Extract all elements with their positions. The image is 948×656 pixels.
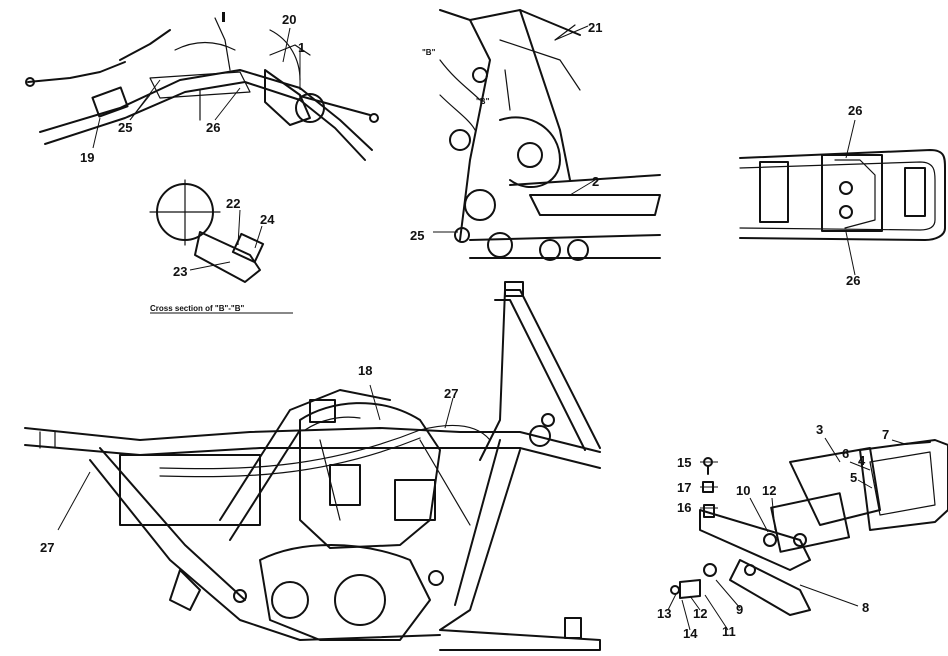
label-1: 1 bbox=[298, 40, 305, 55]
rear-fender-top-view bbox=[739, 119, 946, 276]
label-6: 6 bbox=[842, 446, 849, 461]
callout-b-upper: "B" bbox=[422, 48, 436, 57]
label-14: 14 bbox=[683, 626, 698, 641]
label-15: 15 bbox=[677, 455, 691, 470]
label-16: 16 bbox=[677, 500, 691, 515]
label-22: 22 bbox=[226, 196, 240, 211]
label-25-handlebar: 25 bbox=[118, 120, 132, 135]
handlebar-assembly bbox=[25, 12, 379, 161]
label-13: 13 bbox=[657, 606, 671, 621]
caption-group: Cross section of "B"-"B" bbox=[150, 304, 293, 314]
label-26-fender-top: 26 bbox=[848, 103, 862, 118]
label-27-lower: 27 bbox=[40, 540, 54, 555]
label-26-fender-bottom: 26 bbox=[846, 273, 860, 288]
label-8: 8 bbox=[862, 600, 869, 615]
taillight-exploded-view bbox=[667, 437, 948, 631]
label-18: 18 bbox=[358, 363, 372, 378]
part-labels: 1 2 3 4 5 6 7 8 9 10 11 12 12 13 14 15 1… bbox=[40, 12, 889, 641]
label-9: 9 bbox=[736, 602, 743, 617]
label-17: 17 bbox=[677, 480, 691, 495]
label-21: 21 bbox=[588, 20, 602, 35]
label-4: 4 bbox=[858, 453, 866, 468]
label-27-upper: 27 bbox=[444, 386, 458, 401]
frame-rear-section bbox=[433, 9, 661, 261]
main-frame bbox=[24, 281, 601, 651]
label-12-lower: 12 bbox=[693, 606, 707, 621]
label-19: 19 bbox=[80, 150, 94, 165]
label-3: 3 bbox=[816, 422, 823, 437]
cross-section-b-b bbox=[149, 179, 265, 283]
handlebar-leaders bbox=[92, 27, 301, 149]
label-12-upper: 12 bbox=[762, 483, 776, 498]
label-10: 10 bbox=[736, 483, 750, 498]
cross-section-caption: Cross section of "B"-"B" bbox=[150, 304, 245, 313]
label-20: 20 bbox=[282, 12, 296, 27]
label-24: 24 bbox=[260, 212, 275, 227]
label-7: 7 bbox=[882, 427, 889, 442]
label-25-frame: 25 bbox=[410, 228, 424, 243]
label-23: 23 bbox=[173, 264, 187, 279]
label-5: 5 bbox=[850, 470, 857, 485]
callout-b-lower: "B" bbox=[476, 97, 490, 106]
label-2: 2 bbox=[592, 174, 599, 189]
label-26-handlebar: 26 bbox=[206, 120, 220, 135]
label-11: 11 bbox=[722, 624, 736, 639]
